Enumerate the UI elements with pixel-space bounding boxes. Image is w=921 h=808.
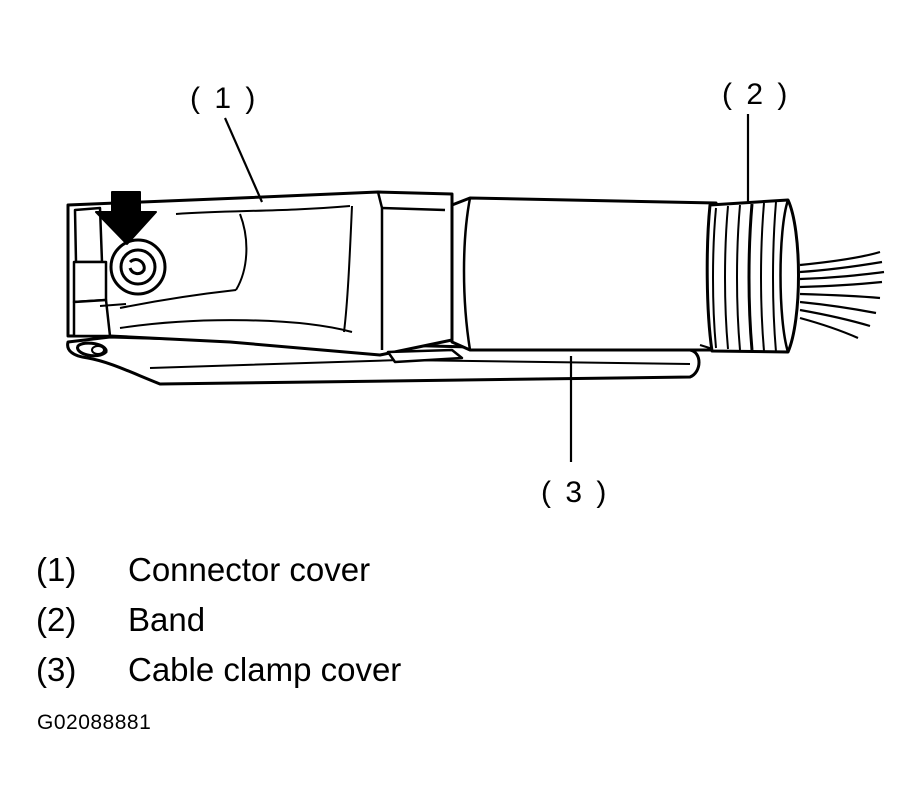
legend-number: (1) bbox=[36, 551, 77, 588]
band bbox=[705, 198, 800, 354]
legend-number: (2) bbox=[36, 601, 77, 638]
leader-line-1 bbox=[223, 117, 264, 203]
lock-screw bbox=[109, 238, 167, 296]
callout-2: ( 2 ) bbox=[722, 78, 790, 111]
figure-code: G02088881 bbox=[37, 711, 152, 734]
legend-label: Connector cover bbox=[128, 551, 371, 588]
legend-item-cable-clamp-cover: (3) Cable clamp cover bbox=[36, 648, 401, 698]
callout-1: ( 1 ) bbox=[190, 82, 258, 115]
legend-item-band: (2) Band bbox=[36, 598, 401, 648]
leader-lines bbox=[223, 114, 750, 462]
wire-bundle bbox=[799, 250, 885, 340]
legend-label: Cable clamp cover bbox=[128, 651, 402, 688]
legend-label: Band bbox=[128, 601, 206, 638]
legend-number: (3) bbox=[36, 651, 77, 688]
legend: (1) Connector cover (2) Band (3) Cable c… bbox=[36, 548, 401, 698]
press-arrow-icon bbox=[95, 191, 157, 245]
connector-cover bbox=[66, 190, 464, 364]
housing-body bbox=[450, 196, 718, 352]
callout-3: ( 3 ) bbox=[541, 476, 609, 509]
legend-item-connector-cover: (1) Connector cover bbox=[36, 548, 401, 598]
